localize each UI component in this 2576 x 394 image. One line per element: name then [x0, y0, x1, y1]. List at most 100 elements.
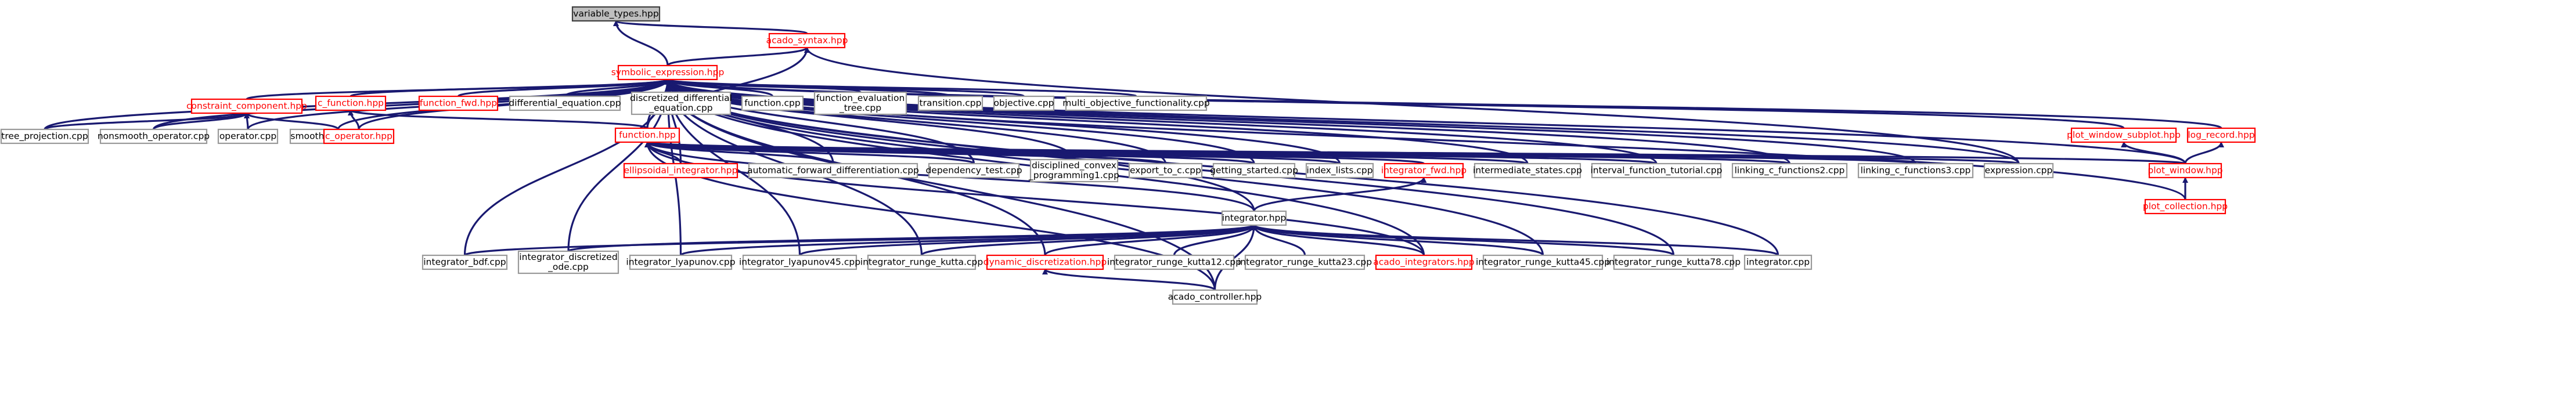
node-index_lists[interactable]: index_lists.cpp [1305, 162, 1374, 179]
node-box-integrator_hpp [1221, 210, 1287, 226]
node-integrator_runge_kutta45[interactable]: integrator_runge_kutta45.cpp [1476, 254, 1610, 270]
node-box-c_function [315, 95, 387, 111]
node-objective[interactable]: objective.cpp [993, 95, 1055, 111]
node-box-differential_equation [509, 95, 621, 111]
node-label-log_record: log_record.hpp [2188, 130, 2254, 141]
node-box-acado_controller [1172, 289, 1258, 305]
node-dynamic_discretization[interactable]: dynamic_discretization.hpp [983, 254, 1107, 270]
node-export_to_c[interactable]: export_to_c.cpp [1128, 162, 1203, 179]
node-automatic_forward[interactable]: automatic_forward_differentiation.cpp [747, 162, 919, 179]
node-function_fwd[interactable]: function_fwd.hpp [418, 95, 499, 111]
node-getting_started[interactable]: getting_started.cpp [1210, 162, 1298, 179]
node-integrator_runge_kutta78[interactable]: integrator_runge_kutta78.cpp [1606, 254, 1741, 270]
node-label-ellipsoidal_integrator: ellipsoidal_integrator.hpp [624, 165, 738, 176]
node-integrator_fwd[interactable]: integrator_fwd.hpp [1381, 162, 1467, 179]
node-label-integrator_bdf: integrator_bdf.cpp [423, 257, 506, 268]
node-nonsmooth_operator[interactable]: nonsmooth_operator.cpp [98, 128, 210, 144]
node-acado_controller[interactable]: acado_controller.hpp [1168, 289, 1262, 305]
node-operator[interactable]: operator.cpp [217, 128, 279, 144]
node-function_cpp[interactable]: function.cpp [741, 95, 804, 111]
node-constraint_component[interactable]: constraint_component.hpp [186, 98, 307, 114]
edge-integrator_hpp-to-integrator_discretized_ode [567, 224, 1257, 252]
node-integrator_runge_kutta23[interactable]: integrator_runge_kutta23.cpp [1238, 254, 1372, 270]
node-label-expression: expression.cpp [1985, 165, 2053, 176]
node-label-differential_equation: differential_equation.cpp [509, 98, 621, 109]
node-plot_window_subplot[interactable]: plot_window_subplot.hpp [2067, 127, 2181, 143]
node-integrator_runge_kutta[interactable]: integrator_runge_kutta.cpp [860, 254, 983, 270]
edge-variable_types-to-acado_syntax [613, 20, 808, 35]
node-box-interval_function_tutorial [1591, 162, 1722, 179]
node-plot_collection[interactable]: plot_collection.hpp [2143, 198, 2228, 215]
node-function_evaluation_tree[interactable]: function_evaluation_tree.cpp [813, 91, 907, 115]
node-transition[interactable]: transition.cpp [917, 95, 983, 111]
edge-integrator_hpp-to-acado_integrators [1251, 225, 1425, 256]
edge-symbolic_expression-to-multi_objective [665, 78, 1137, 97]
node-c_function[interactable]: c_function.hpp [315, 95, 387, 111]
edge-acado_syntax-to-expression [804, 47, 2020, 164]
node-box-getting_started [1212, 162, 1296, 179]
node-label-integrator_lyapunov: integrator_lyapunov.cpp [626, 257, 735, 268]
node-acado_syntax[interactable]: acado_syntax.hpp [766, 32, 848, 49]
node-box-plot_window_subplot [2070, 127, 2177, 143]
node-expression[interactable]: expression.cpp [1983, 162, 2054, 179]
node-label-dependency_test: dependency_test.cpp [925, 165, 1022, 176]
node-symbolic_expression[interactable]: symbolic_expression.hpp [611, 64, 725, 81]
node-discretized_differential[interactable]: discretized_differential_equation.cpp [630, 91, 732, 115]
node-integrator_lyapunov[interactable]: integrator_lyapunov.cpp [626, 254, 736, 270]
edge-integrator_fwd-to-integrator_hpp [1253, 177, 1427, 212]
node-label-disciplined_convex: _programming1.cpp [1028, 170, 1119, 181]
node-linking_c_functions2[interactable]: linking_c_functions2.cpp [1731, 162, 1848, 179]
node-label-integrator_discretized_ode: integrator_discretized [519, 252, 617, 263]
node-integrator_hpp[interactable]: integrator.hpp [1221, 210, 1287, 226]
node-acado_integrators[interactable]: acado_integrators.hpp [1373, 254, 1475, 270]
node-box-acado_syntax [768, 32, 846, 49]
edge-integrator_hpp-to-integrator_runge_kutta [920, 224, 1257, 256]
node-integrator_discretized_ode[interactable]: integrator_discretized_ode.cpp [517, 250, 619, 274]
node-integrator_runge_kutta12[interactable]: integrator_runge_kutta12.cpp [1107, 254, 1241, 270]
node-disciplined_convex[interactable]: disciplined_convex_programming1.cpp [1028, 158, 1119, 183]
node-label-acado_controller: acado_controller.hpp [1168, 292, 1262, 303]
node-function_hpp[interactable]: function.hpp [614, 127, 680, 143]
node-interval_function_tutorial[interactable]: interval_function_tutorial.cpp [1591, 162, 1723, 179]
edge-c_function-to-function_hpp [348, 109, 648, 129]
node-label-export_to_c: export_to_c.cpp [1130, 165, 1201, 176]
node-box-disciplined_convex [1029, 158, 1119, 183]
node-integrator_cpp[interactable]: integrator.cpp [1743, 254, 1813, 270]
node-variable_types[interactable]: variable_types.hpp [571, 6, 661, 22]
node-box-integrator_runge_kutta [867, 254, 977, 270]
edge-variable_types-to-symbolic_expression [613, 20, 669, 66]
edge-symbolic_expression-to-acado_controller [665, 79, 1216, 291]
node-box-nonsmooth_operator [99, 128, 208, 144]
node-box-constraint_component [190, 98, 303, 114]
node-label-operator: operator.cpp [219, 131, 276, 142]
node-plot_window[interactable]: plot_window.hpp [2148, 162, 2223, 179]
node-box-function_fwd [418, 95, 499, 111]
edge-function_hpp-to-plot_window [645, 141, 2186, 165]
node-label-getting_started: getting_started.cpp [1210, 165, 1298, 176]
node-label-transition: transition.cpp [920, 98, 982, 109]
node-integrator_lyapunov45[interactable]: integrator_lyapunov45.cpp [739, 254, 860, 270]
node-label-integrator_runge_kutta23: integrator_runge_kutta23.cpp [1238, 257, 1372, 268]
node-intermediate_states[interactable]: intermediate_states.cpp [1473, 162, 1582, 179]
node-tree_projection[interactable]: tree_projection.cpp [0, 128, 89, 144]
node-box-discretized_differential [631, 91, 732, 115]
node-integrator_bdf[interactable]: integrator_bdf.cpp [421, 254, 508, 270]
node-label-function_evaluation_tree: _tree.cpp [839, 103, 881, 114]
node-box-integrator_runge_kutta23 [1244, 254, 1366, 270]
node-differential_equation[interactable]: differential_equation.cpp [509, 95, 621, 111]
node-box-linking_c_functions3 [1857, 162, 1974, 179]
node-label-function_cpp: function.cpp [744, 98, 800, 109]
node-label-integrator_runge_kutta78: integrator_runge_kutta78.cpp [1606, 257, 1741, 268]
node-linking_c_functions3[interactable]: linking_c_functions3.cpp [1857, 162, 1974, 179]
node-label-plot_collection: plot_collection.hpp [2143, 201, 2228, 212]
node-label-multi_objective: multi_objective_functionality.cpp [1062, 98, 1210, 109]
node-multi_objective[interactable]: multi_objective_functionality.cpp [1062, 95, 1210, 111]
node-box-acado_integrators [1375, 254, 1473, 270]
node-log_record[interactable]: log_record.hpp [2186, 127, 2256, 143]
node-c_operator[interactable]: c_operator.hpp [323, 128, 395, 144]
node-dependency_test[interactable]: dependency_test.cpp [925, 162, 1022, 179]
node-label-linking_c_functions3: linking_c_functions3.cpp [1861, 165, 1971, 176]
node-label-integrator_runge_kutta45: integrator_runge_kutta45.cpp [1476, 257, 1610, 268]
node-ellipsoidal_integrator[interactable]: ellipsoidal_integrator.hpp [623, 162, 738, 179]
